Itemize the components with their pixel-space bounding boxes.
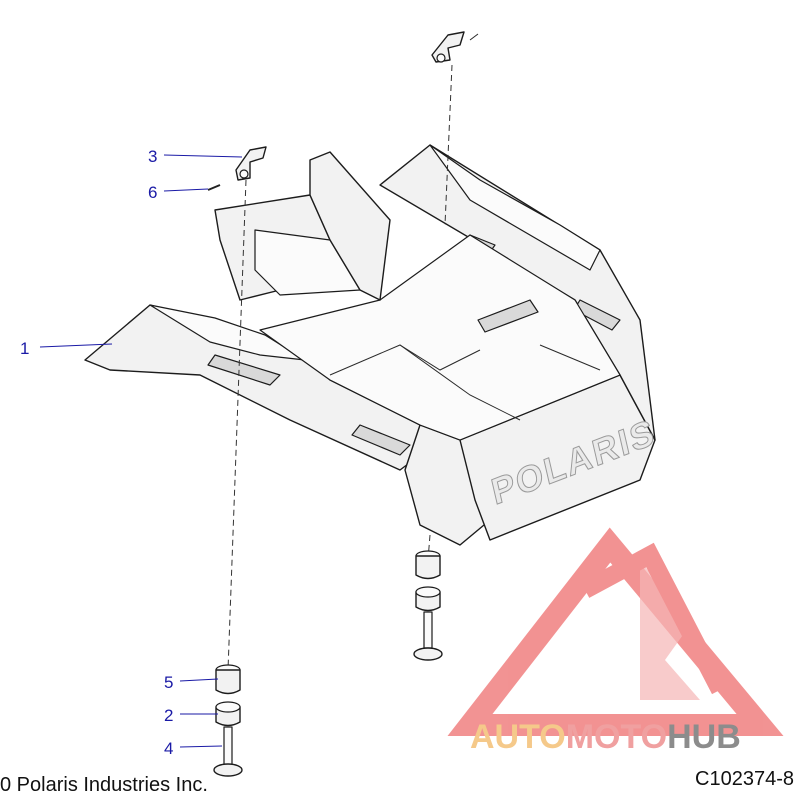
callout-4: 4 [164, 739, 173, 758]
callout-2: 2 [164, 706, 173, 725]
bolt-part-4 [223, 726, 233, 768]
watermark-logo [447, 527, 784, 736]
watermark-word-moto: MOTO [566, 718, 667, 756]
rear-rack-assembly: POLARIS [84, 144, 660, 546]
bracket-clip-top-right [431, 31, 479, 63]
figure-code: C102374-8 [695, 768, 794, 790]
callout-1: 1 [20, 339, 29, 358]
watermark-text: AUTOMOTOHUB [470, 718, 741, 756]
alignment-line-right [444, 64, 453, 226]
bumper-part-5 [215, 669, 241, 695]
callout-6: 6 [148, 183, 157, 202]
pin-part-6 [207, 184, 221, 191]
callout-3: 3 [148, 147, 157, 166]
callout-5: 5 [164, 673, 173, 692]
left-hardware-stack [213, 664, 243, 777]
right-hardware-stack [413, 550, 443, 661]
watermark-word-hub: HUB [667, 718, 741, 756]
watermark-word-auto: AUTO [470, 718, 566, 756]
bracket-clip-part-3 [235, 146, 267, 181]
alignment-line-left [227, 179, 247, 671]
copyright-notice: 0 Polaris Industries Inc. [0, 774, 208, 796]
